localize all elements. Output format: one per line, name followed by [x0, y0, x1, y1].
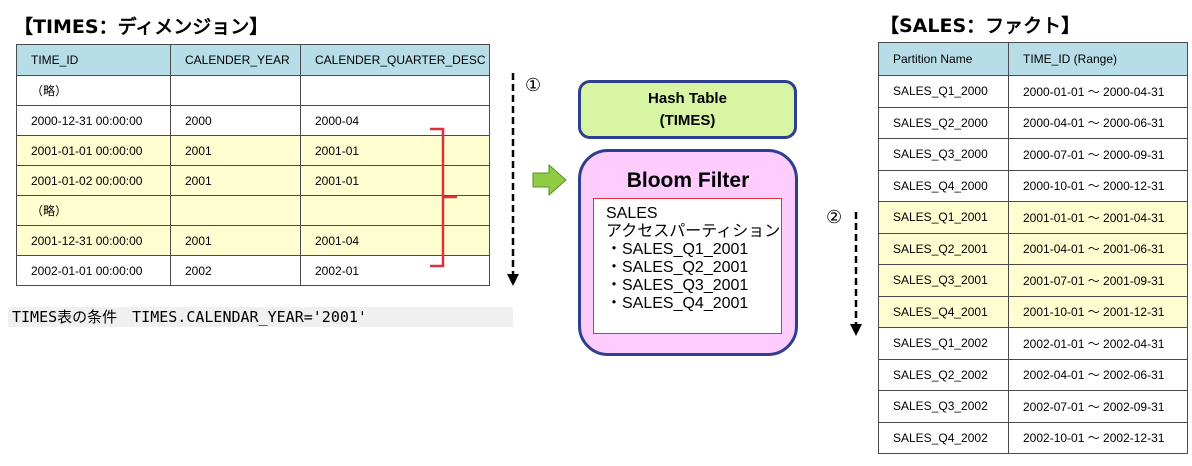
times-cell: 2001-12-31 00:00:00	[16, 225, 171, 256]
bloom-line: ・SALES_Q2_2001	[606, 259, 749, 276]
bloom-line: ・SALES_Q4_2001	[606, 295, 749, 312]
times-cell: 2001	[170, 135, 301, 166]
times-col-calendar-year: CALENDER_YEAR	[170, 44, 301, 76]
times-cell: 2000	[170, 105, 301, 136]
times-title: 【TIMES：ディメンジョン】	[14, 16, 269, 38]
sales-cell: 2001-07-01 ～ 2001-09-31	[1008, 264, 1188, 297]
sales-cell: SALES_Q1_2000	[878, 75, 1009, 108]
times-cell: （略）	[16, 195, 171, 226]
times-col-quarter-desc: CALENDER_QUARTER_DESC	[300, 44, 490, 76]
times-cell: 2000-12-31 00:00:00	[16, 105, 171, 136]
sales-cell: 2002-10-01 ～ 2002-12-31	[1008, 421, 1188, 454]
bloom-filter-title: Bloom Filter	[626, 169, 750, 192]
sales-cell: SALES_Q1_2001	[878, 201, 1009, 234]
times-cell: 2002	[170, 255, 301, 286]
sales-cell: 2000-01-01 ～ 2000-04-31	[1008, 75, 1188, 108]
step-1-marker: ①	[525, 75, 542, 96]
sales-cell: SALES_Q4_2002	[878, 421, 1009, 454]
times-header-row: TIME_ID CALENDER_YEAR CALENDER_QUARTER_D…	[16, 44, 490, 76]
times-cell: 2001-01	[300, 135, 490, 166]
times-cell: 2001-04	[300, 225, 490, 256]
times-row: （略）	[16, 195, 490, 226]
scan-arrow-2-head	[850, 324, 862, 336]
step-2-marker: ②	[826, 207, 843, 228]
sales-cell: 2001-01-01 ～ 2001-04-31	[1008, 201, 1188, 234]
bloom-line: アクセスパーティションリスト	[606, 223, 781, 240]
bloom-filter-partition-list: SALES アクセスパーティションリスト ・SALES_Q1_2001 ・SAL…	[593, 198, 782, 334]
sales-cell: 2000-10-01 ～ 2000-12-31	[1008, 169, 1188, 202]
sales-cell: SALES_Q3_2000	[878, 138, 1009, 171]
times-cell: 2001-01-02 00:00:00	[16, 165, 171, 196]
bloom-line: ・SALES_Q3_2001	[606, 277, 749, 294]
times-cell: 2001-01	[300, 165, 490, 196]
sales-cell: SALES_Q4_2001	[878, 295, 1009, 328]
times-row: （略）	[16, 75, 490, 106]
times-condition: TIMES表の条件 TIMES.CALENDAR_YEAR='2001'	[8, 307, 513, 327]
times-cell	[300, 75, 490, 106]
sales-cell: 2001-04-01 ～ 2001-06-31	[1008, 232, 1188, 265]
times-cell: 2001	[170, 165, 301, 196]
sales-cell: 2001-10-01 ～ 2001-12-31	[1008, 295, 1188, 328]
sales-cell: SALES_Q3_2001	[878, 264, 1009, 297]
sales-cell: 2000-07-01 ～ 2000-09-31	[1008, 138, 1188, 171]
scan-arrow-1-head	[507, 274, 519, 286]
sales-cell: SALES_Q2_2002	[878, 358, 1009, 391]
times-cell: 2002-01	[300, 255, 490, 286]
green-arrow-icon	[532, 163, 567, 197]
sales-cell: 2000-04-01 ～ 2000-06-31	[1008, 106, 1188, 139]
sales-col-partition-name: Partition Name	[878, 42, 1009, 76]
times-cell: 2001-01-01 00:00:00	[16, 135, 171, 166]
times-cell: 2001	[170, 225, 301, 256]
hash-table-label: Hash Table	[648, 89, 727, 107]
bloom-line: ・SALES_Q1_2001	[606, 241, 749, 258]
sales-table: Partition Name TIME_ID (Range) SALES_Q1_…	[878, 42, 1188, 454]
sales-header-row: Partition Name TIME_ID (Range)	[878, 42, 1188, 76]
times-cell: 2002-01-01 00:00:00	[16, 255, 171, 286]
sales-cell: SALES_Q4_2000	[878, 169, 1009, 202]
bloom-filter-box: Bloom Filter SALES アクセスパーティションリスト ・SALES…	[578, 149, 798, 356]
sales-cell: 2002-01-01 ～ 2002-04-31	[1008, 327, 1188, 360]
times-cell	[170, 195, 301, 226]
sales-cell: SALES_Q2_2001	[878, 232, 1009, 265]
hash-table-sublabel: (TIMES)	[659, 111, 716, 129]
times-cell	[300, 195, 490, 226]
times-cell	[170, 75, 301, 106]
sales-cell: SALES_Q1_2002	[878, 327, 1009, 360]
sales-cell: 2002-04-01 ～ 2002-06-31	[1008, 358, 1188, 391]
times-cell: 2000-04	[300, 105, 490, 136]
times-col-time-id: TIME_ID	[16, 44, 171, 76]
bloom-line: SALES	[606, 205, 658, 222]
sales-col-time-id-range: TIME_ID (Range)	[1008, 42, 1188, 76]
sales-cell: SALES_Q3_2002	[878, 390, 1009, 423]
hash-table-box: Hash Table (TIMES)	[578, 80, 797, 139]
times-cell: （略）	[16, 75, 171, 106]
sales-cell: 2002-07-01 ～ 2002-09-31	[1008, 390, 1188, 423]
sales-title: 【SALES：ファクト】	[880, 15, 1081, 37]
sales-cell: SALES_Q2_2000	[878, 106, 1009, 139]
times-table: TIME_ID CALENDER_YEAR CALENDER_QUARTER_D…	[16, 44, 490, 286]
